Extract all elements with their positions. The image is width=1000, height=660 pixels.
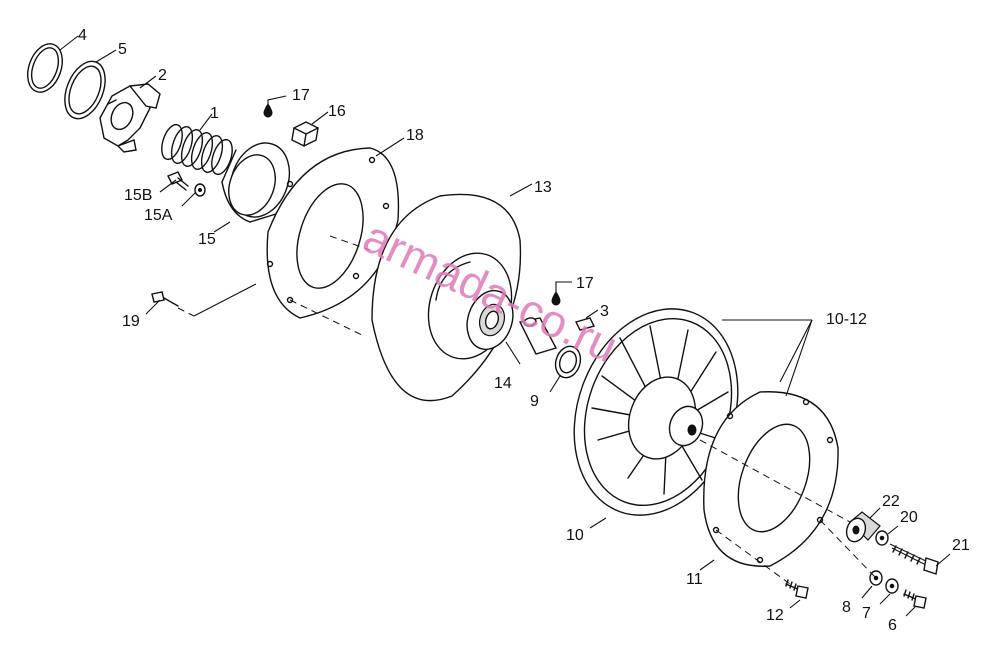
label-part-12: 12 xyxy=(766,607,784,624)
screw-15b xyxy=(167,171,189,191)
snap-ring-4 xyxy=(27,43,63,93)
label-part-15b: 15B xyxy=(124,187,152,204)
label-part-17b: 17 xyxy=(576,275,594,292)
spring-1 xyxy=(161,123,233,176)
label-part-14: 14 xyxy=(494,375,512,392)
outer-plate-11 xyxy=(703,391,839,567)
leader-lines xyxy=(59,35,951,617)
label-part-9: 9 xyxy=(530,393,539,410)
assembly-centerlines xyxy=(177,235,877,585)
screw-12 xyxy=(785,579,809,599)
label-part-15: 15 xyxy=(198,231,216,248)
bolt-21 xyxy=(889,543,939,575)
label-part-15a: 15A xyxy=(144,207,173,224)
label-part-22: 22 xyxy=(882,493,900,510)
label-part-20: 20 xyxy=(900,509,918,526)
label-part-4: 4 xyxy=(78,27,87,44)
washer-20 xyxy=(875,530,889,546)
ring-9 xyxy=(554,345,582,379)
spacer-22 xyxy=(845,511,881,543)
label-part-21: 21 xyxy=(952,537,970,554)
label-part-13: 13 xyxy=(534,179,552,196)
label-part-18: 18 xyxy=(406,127,424,144)
shaft xyxy=(518,317,558,355)
grease-drop-icon xyxy=(551,291,561,306)
label-part-7: 7 xyxy=(862,605,871,622)
label-part-2: 2 xyxy=(158,67,167,84)
screw-19 xyxy=(151,291,179,307)
screw-6 xyxy=(903,589,927,609)
bushing-14 xyxy=(478,303,506,337)
fixed-sheave-10 xyxy=(573,308,739,516)
label-part-19: 19 xyxy=(122,313,140,330)
grease-drop-icon xyxy=(263,103,273,118)
label-part-16: 16 xyxy=(328,103,346,120)
label-part-11: 11 xyxy=(686,571,703,588)
sleeve-15 xyxy=(221,142,291,223)
label-part-17a: 17 xyxy=(292,87,310,104)
label-part-5: 5 xyxy=(118,41,127,58)
label-part-8: 8 xyxy=(842,599,851,616)
key-3 xyxy=(574,317,596,331)
washer-15a xyxy=(194,183,206,197)
spider-2 xyxy=(99,83,161,153)
label-part-10-12: 10-12 xyxy=(826,311,867,328)
slider-16 xyxy=(291,121,319,147)
washer-7 xyxy=(885,578,899,594)
label-part-10: 10 xyxy=(566,527,584,544)
label-part-1: 1 xyxy=(210,105,219,122)
label-part-3: 3 xyxy=(600,303,609,320)
label-part-6: 6 xyxy=(888,617,897,634)
